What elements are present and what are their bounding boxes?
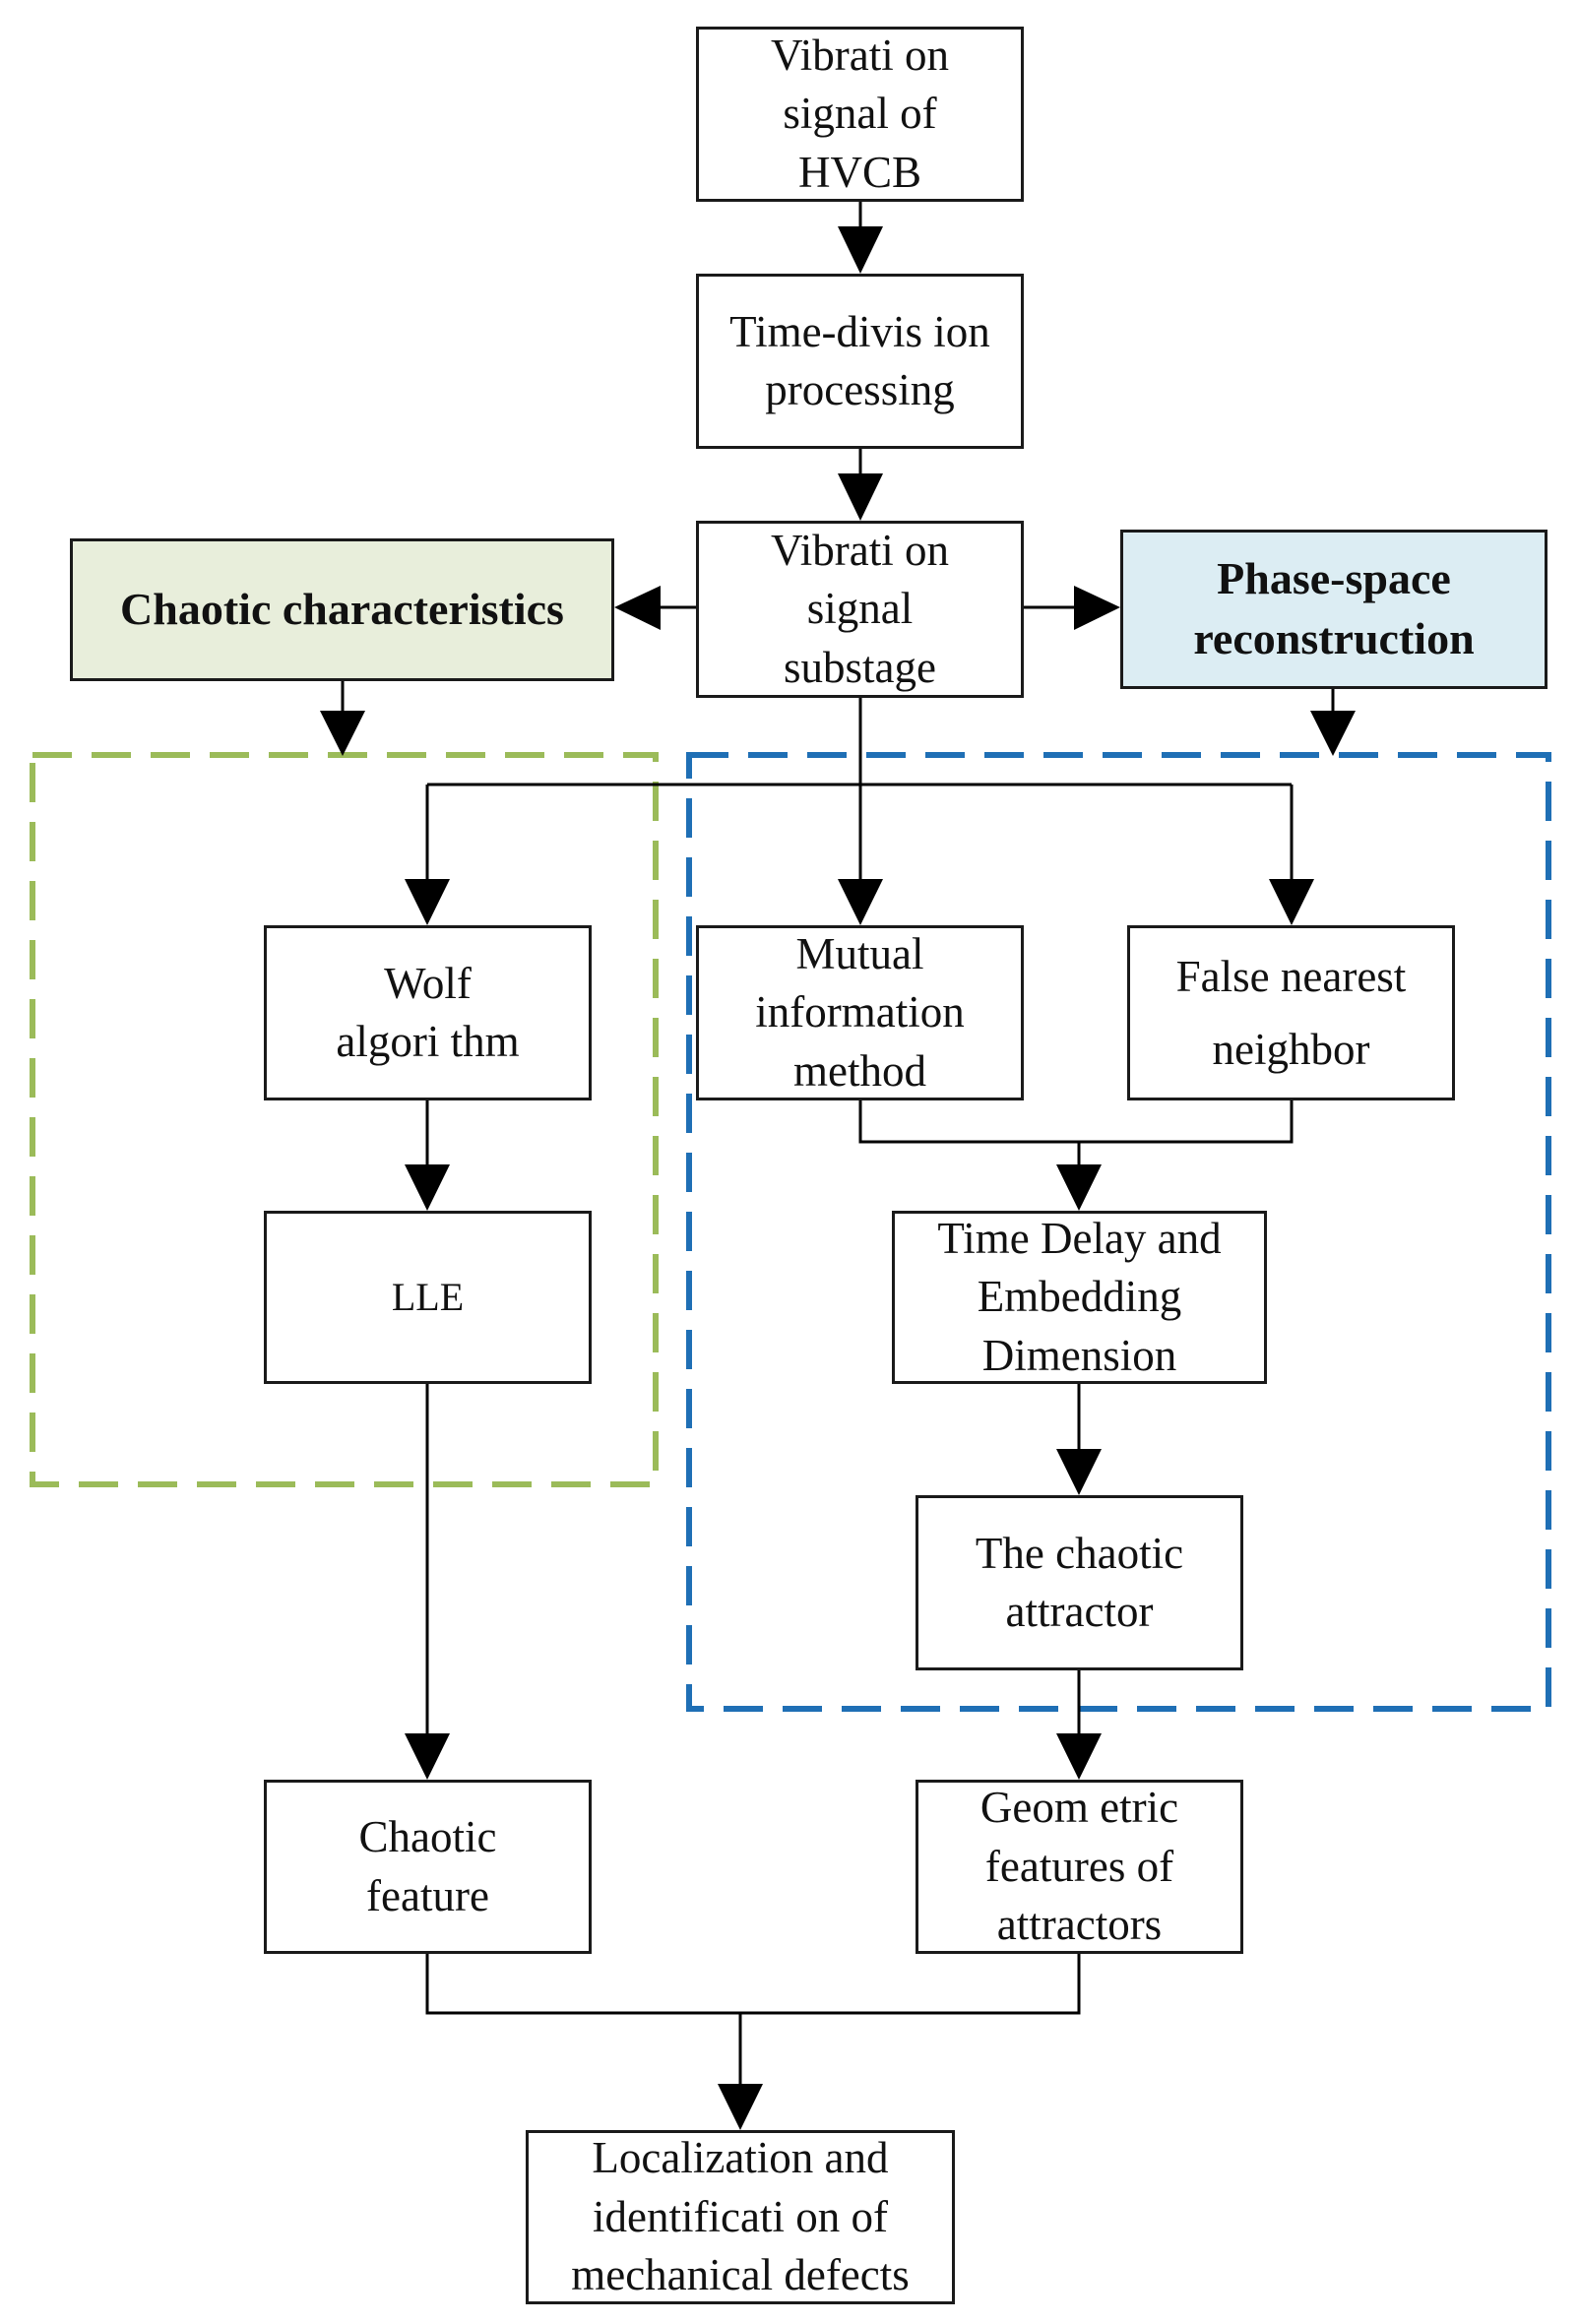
node-label: Mutual information method bbox=[755, 928, 965, 1096]
connector-mutual-false-merge bbox=[858, 1100, 1294, 1144]
node-time-delay-embedding-dimension: Time Delay and Embedding Dimension bbox=[892, 1211, 1267, 1384]
node-label: False nearest neighbor bbox=[1175, 951, 1407, 1074]
node-label: Chaotic feature bbox=[358, 1812, 497, 1920]
node-localization-identification-defects: Localization and identificati on of mech… bbox=[526, 2130, 955, 2304]
arrowhead-phase-group bbox=[1310, 711, 1356, 756]
node-label: Localization and identificati on of mech… bbox=[571, 2133, 910, 2300]
node-phase-space-reconstruction: Phase-space reconstruction bbox=[1120, 530, 1547, 689]
arrowhead-wolf bbox=[405, 879, 450, 925]
node-label: Vibrati on signal substage bbox=[770, 525, 949, 692]
arrowhead-mutual-information bbox=[838, 879, 883, 925]
phase-space-group-frame bbox=[686, 752, 1551, 1712]
node-time-division-processing: Time-divis ion processing bbox=[696, 274, 1024, 449]
arrowhead-localization bbox=[718, 2084, 763, 2130]
chaotic-characteristics-group-frame bbox=[30, 752, 659, 1487]
node-label: The chaotic attractor bbox=[975, 1528, 1184, 1636]
node-label: Time-divis ion processing bbox=[729, 306, 990, 414]
arrowhead-chaotic-group bbox=[320, 711, 365, 756]
arrowhead-time-delay bbox=[1056, 1164, 1102, 1211]
arrowhead-chaotic-feature bbox=[405, 1733, 450, 1780]
node-label: Chaotic characteristics bbox=[120, 584, 564, 635]
node-lle: LLE bbox=[264, 1211, 592, 1384]
node-chaotic-attractor: The chaotic attractor bbox=[916, 1495, 1243, 1670]
node-label: Time Delay and Embedding Dimension bbox=[937, 1213, 1222, 1380]
node-false-nearest-neighbor: False nearest neighbor bbox=[1127, 925, 1455, 1100]
arrowhead-false-nearest bbox=[1269, 879, 1314, 925]
node-geometric-features-attractors: Geom etric features of attractors bbox=[916, 1780, 1243, 1954]
node-label: Wolf algori thm bbox=[336, 958, 520, 1066]
node-vibration-signal-substage: Vibrati on signal substage bbox=[696, 521, 1024, 698]
node-vibration-signal-hvcb: Vibrati on signal of HVCB bbox=[696, 27, 1024, 202]
arrowhead-geometric bbox=[1056, 1733, 1102, 1780]
arrowhead-substage bbox=[838, 473, 883, 521]
node-chaotic-characteristics: Chaotic characteristics bbox=[70, 538, 614, 681]
arrowhead-phase-space bbox=[1074, 586, 1120, 630]
arrowhead-attractor bbox=[1056, 1449, 1102, 1495]
node-label: Vibrati on signal of HVCB bbox=[770, 30, 949, 197]
arrowhead-chaotic bbox=[614, 586, 661, 630]
arrowhead-time-division bbox=[838, 226, 883, 274]
arrowhead-lle bbox=[405, 1164, 450, 1211]
node-wolf-algorithm: Wolf algori thm bbox=[264, 925, 592, 1100]
node-label: LLE bbox=[391, 1274, 465, 1319]
node-chaotic-feature: Chaotic feature bbox=[264, 1780, 592, 1954]
node-mutual-information-method: Mutual information method bbox=[696, 925, 1024, 1100]
node-label: Phase-space reconstruction bbox=[1193, 553, 1475, 663]
connector-features-merge bbox=[425, 1954, 1081, 2015]
node-label: Geom etric features of attractors bbox=[979, 1783, 1179, 1950]
